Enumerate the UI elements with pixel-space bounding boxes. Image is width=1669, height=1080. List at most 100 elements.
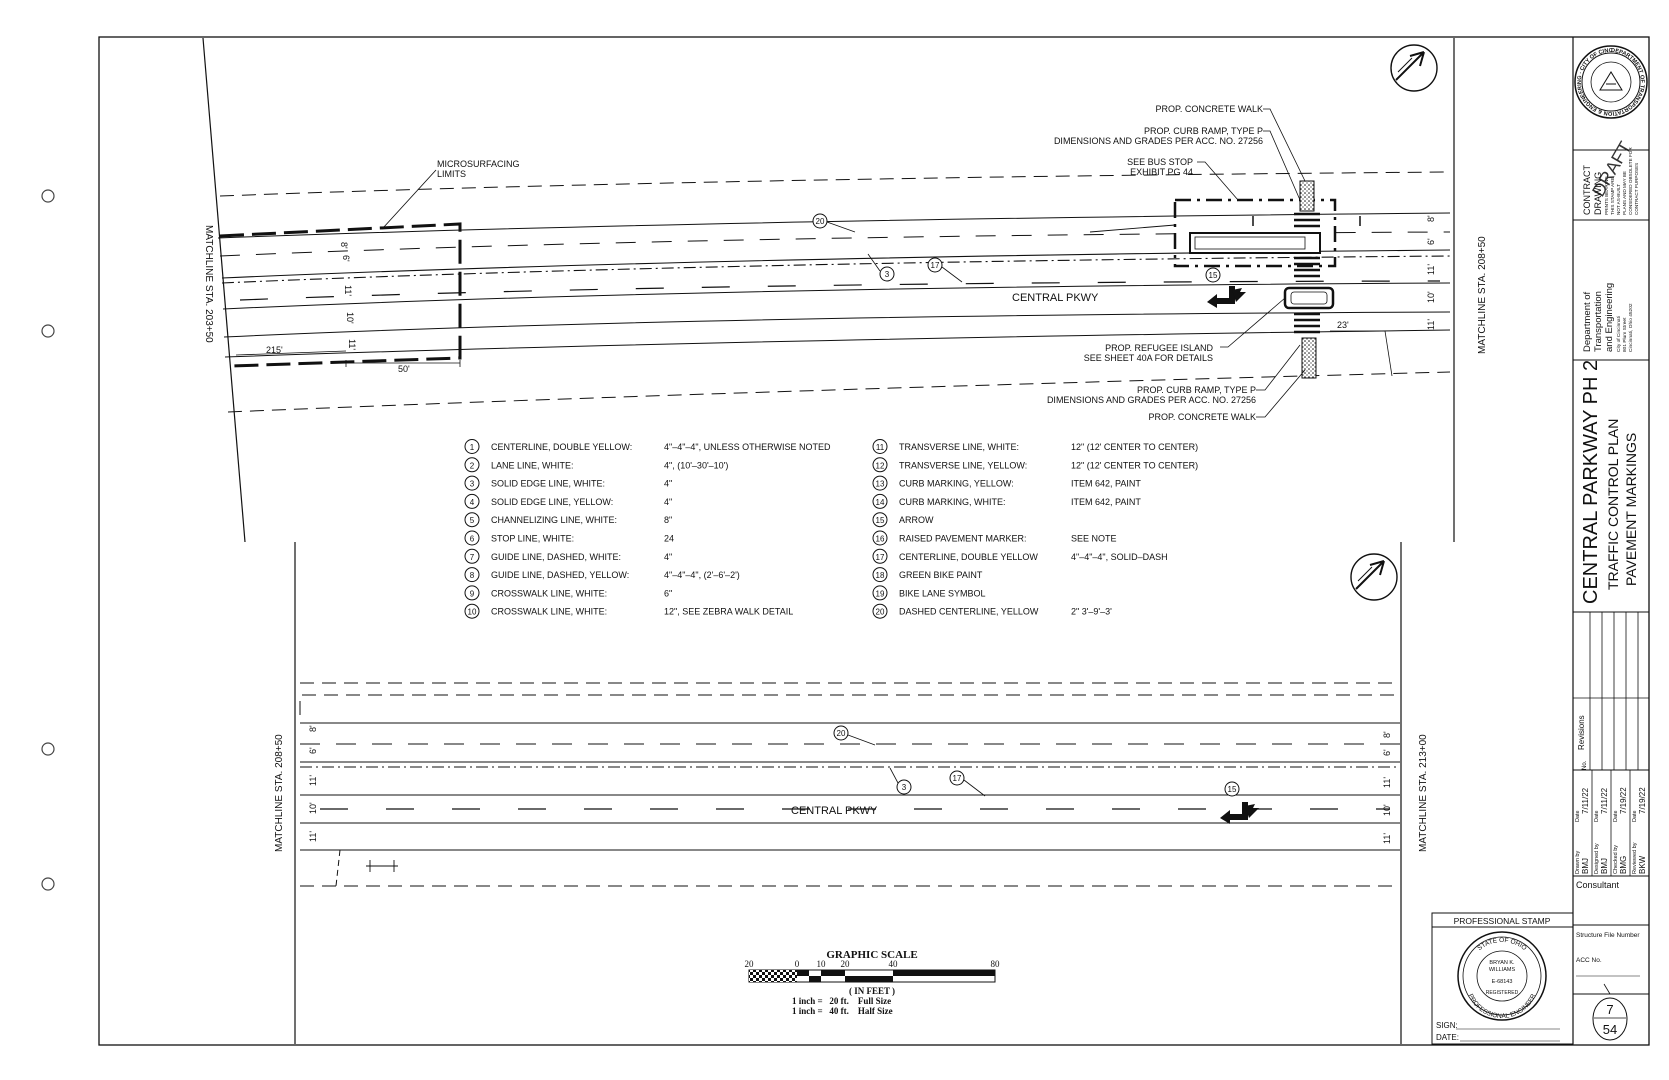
legend-number-circle (872, 457, 888, 473)
address-1: City of Cincinnati (1616, 316, 1622, 352)
curb-ramp-bottom-label-1: PROP. CURB RAMP, TYPE P (1137, 385, 1256, 395)
matchline-right-top: MATCHLINE STA. 208+50 (1477, 236, 1488, 354)
consultant-label: Consultant (1576, 880, 1620, 890)
lane-width-6-bottom-right: 6' (1382, 749, 1392, 756)
scale-unit: ( IN FEET ) (849, 986, 895, 996)
seal-name-1: BRYAN K. (1489, 960, 1515, 966)
bus-stop-label-2: EXHIBIT PG 44 (1130, 167, 1193, 177)
contract-note-4: PLANS AND MAY BE (1622, 171, 1627, 215)
drawn-by-label: Drawn by (1575, 851, 1581, 874)
legend-item-spec: 4" (664, 479, 672, 489)
revisions-label: Revisions (1577, 715, 1586, 750)
contract-drawing-2: DRAWING (1593, 172, 1603, 215)
date-1: 7/11/22 (1581, 787, 1590, 814)
legend-number: 5 (470, 516, 475, 525)
legend-number: 4 (470, 498, 475, 507)
legend-item-spec: 4" (664, 497, 672, 507)
date-3: 7/19/22 (1619, 787, 1628, 814)
stamp-header: PROFESSIONAL STAMP (1454, 916, 1551, 926)
bubble-20: 20 (816, 217, 825, 226)
legend-number: 20 (876, 608, 885, 617)
legend-item-spec: ITEM 642, PAINT (1071, 479, 1141, 489)
lane-width-6: 6' (341, 255, 351, 262)
department-3: and Engineering (1604, 283, 1615, 352)
lane-width-10-right: 10' (1426, 291, 1436, 303)
lane-width-10-bottom: 10' (308, 802, 318, 814)
legend-number: 13 (876, 480, 885, 489)
legend-number: 3 (470, 480, 475, 489)
scale-tick-10: 10 (817, 959, 827, 969)
legend-number: 17 (876, 553, 885, 562)
legend-item-name: SOLID EDGE LINE, WHITE: (491, 479, 605, 489)
scale-title: GRAPHIC SCALE (826, 949, 917, 961)
street-name-bottom: CENTRAL PKWY (791, 805, 878, 817)
date-label: DATE: (1436, 1033, 1459, 1042)
legend-item-name: GUIDE LINE, DASHED, WHITE: (491, 552, 621, 562)
scale-tick-20-left: 20 (745, 959, 755, 969)
street-name-top: CENTRAL PKWY (1012, 292, 1099, 304)
reviewed-by-label: Reviewed by (1632, 842, 1638, 874)
bubble-17: 17 (931, 261, 940, 270)
legend-item-name: CROSSWALK LINE, WHITE: (491, 607, 607, 617)
contract-note-6: CONTRACT PURPOSES (1634, 163, 1639, 215)
city-seal-text: DEPARTMENT OF TRANSPORTATION & ENGINEERI… (0, 0, 1645, 116)
legend-item-spec: 4"–4"–4", (2'–6'–2') (664, 570, 740, 580)
legend-number-circle (464, 548, 480, 564)
reviewed-by: BKW (1638, 855, 1647, 874)
legend-number: 7 (470, 553, 475, 562)
date-2: 7/11/22 (1600, 787, 1609, 814)
refugee-island-label-2: SEE SHEET 40A FOR DETAILS (1084, 353, 1213, 363)
legend-number-circle (464, 512, 480, 528)
legend-number: 16 (876, 535, 885, 544)
legend-item-name: TRANSVERSE LINE, WHITE: (899, 442, 1019, 452)
bubble-3-bottom: 3 (902, 783, 907, 792)
legend-item-name: CENTERLINE, DOUBLE YELLOW (899, 552, 1038, 562)
title-block: DEPARTMENT OF TRANSPORTATION & ENGINEERI… (0, 0, 1649, 1044)
legend-number-circle (464, 439, 480, 454)
legend-number-circle (464, 493, 480, 509)
binder-hole (41, 742, 55, 756)
curb-ramp-bottom-label-2: DIMENSIONS AND GRADES PER ACC. NO. 27256 (1047, 395, 1256, 405)
bubble-15-bottom: 15 (1228, 785, 1237, 794)
lane-width-10-bottom-right: 10' (1382, 804, 1392, 816)
date-4: 7/19/22 (1638, 787, 1647, 814)
legend-item-name: LANE LINE, WHITE: (491, 460, 574, 470)
legend-number-circle (872, 512, 888, 528)
legend-number-circle (464, 457, 480, 473)
dim-215: 215' (266, 345, 283, 355)
concrete-walk-top-label: PROP. CONCRETE WALK (1155, 104, 1263, 114)
legend-item-name: RAISED PAVEMENT MARKER: (899, 534, 1027, 544)
legend-item-spec: ITEM 642, PAINT (1071, 497, 1141, 507)
legend-item-name: SOLID EDGE LINE, YELLOW: (491, 497, 613, 507)
seal-number: E-68143 (1492, 979, 1513, 985)
dim-23: 23' (1337, 320, 1349, 330)
checked-by: BMG (1619, 856, 1628, 874)
legend-item-spec: 24 (664, 534, 674, 544)
legend-item-name: TRANSVERSE LINE, YELLOW: (899, 460, 1027, 470)
dim-50: 50' (398, 364, 410, 374)
lane-width-8-bottom: 8' (308, 725, 318, 732)
legend-number-circle (872, 475, 888, 491)
legend-item-name: CENTERLINE, DOUBLE YELLOW: (491, 442, 632, 452)
lane-width-6-right: 6' (1426, 238, 1436, 245)
acc-no-label: ACC No. (1576, 957, 1602, 964)
graphic-scale: GRAPHIC SCALE 20 0 10 20 40 80 ( IN FEET… (745, 949, 1001, 1016)
legend-number-circle (464, 603, 480, 619)
top-plan-view (202, 37, 1455, 543)
legend-item-name: CURB MARKING, WHITE: (899, 497, 1006, 507)
legend-number-circle (464, 585, 480, 601)
legend-item-name: GREEN BIKE PAINT (899, 570, 983, 580)
contract-note-5: CONSIDERED OBSOLETE FOR (1628, 147, 1633, 215)
lane-width-11b-right: 11' (1426, 319, 1436, 330)
legend-number-circle (464, 567, 480, 583)
designed-by: BMJ (1600, 858, 1609, 874)
matchline-right-bottom: MATCHLINE STA. 213+00 (1418, 734, 1429, 852)
lane-width-10: 10' (345, 312, 355, 324)
bubble-20-bottom: 20 (837, 729, 846, 738)
legend-item-spec: 12" (12' CENTER TO CENTER) (1071, 442, 1198, 452)
legend-number-circle (464, 530, 480, 546)
legend-number-circle (872, 493, 888, 509)
legend-item-spec: 2" 3'–9'–3' (1071, 607, 1112, 617)
legend-number-circle (872, 567, 888, 583)
refugee-island-label-1: PROP. REFUGEE ISLAND (1105, 343, 1213, 353)
